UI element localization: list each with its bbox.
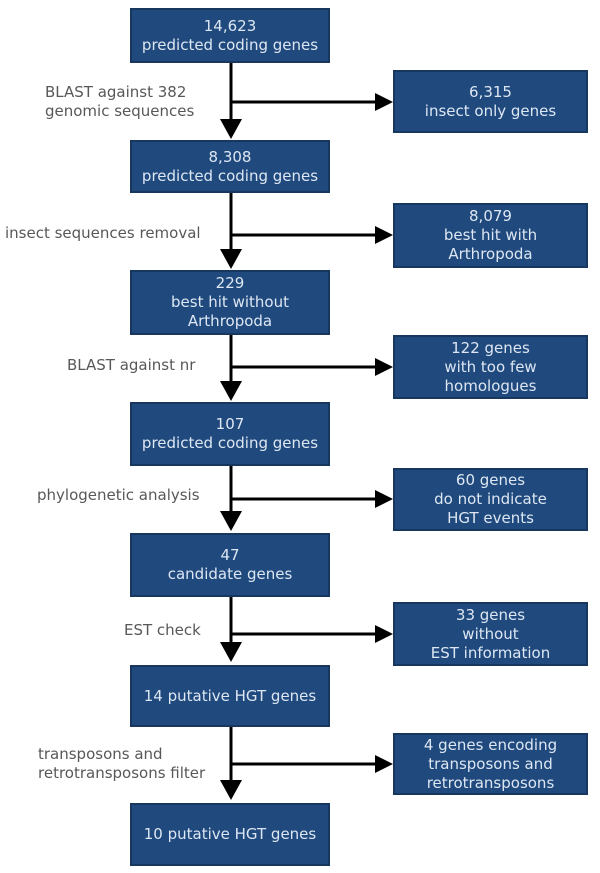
arrowhead-down-4 — [220, 511, 242, 531]
box-value: 4 genes encoding — [423, 735, 558, 754]
box-label: EST information — [430, 643, 551, 662]
arrowhead-right-4 — [375, 490, 393, 508]
step-label-transposons-filter: transposons and retrotransposons filter — [38, 745, 205, 783]
box-label: transposons and — [428, 754, 553, 773]
step-label-line: phylogenetic analysis — [37, 486, 200, 504]
arrowhead-down-6 — [220, 780, 242, 800]
arrowhead-right-5 — [375, 625, 393, 643]
box-label: HGT events — [447, 509, 534, 527]
box-label: retrotransposons — [426, 773, 555, 792]
step-label-line: EST check — [124, 621, 201, 639]
arrow-step-3 — [220, 335, 393, 401]
box-label: best hit without — [171, 293, 289, 311]
arrow-step-1 — [220, 63, 393, 139]
arrowhead-down-2 — [220, 249, 242, 269]
box-label: candidate genes — [167, 565, 293, 583]
box-label: with too few — [444, 357, 537, 376]
arrow-step-6 — [220, 727, 393, 800]
box-label: predicted coding genes — [141, 35, 319, 54]
box-label: 10 putative HGT genes — [143, 825, 317, 843]
arrowhead-down-5 — [220, 642, 242, 662]
box-value: 6,315 — [469, 82, 512, 101]
box-value: 14,623 — [203, 16, 257, 35]
box-value: 8,079 — [469, 207, 512, 225]
box-label: without — [462, 624, 519, 643]
step-label-line: transposons and — [38, 745, 163, 763]
box-label: predicted coding genes — [141, 166, 319, 185]
step-label-insect-sequences-removal: insect sequences removal — [5, 224, 201, 243]
main-box-8308-predicted-coding-genes: 8,308 predicted coding genes — [130, 140, 330, 193]
box-label: Arthropoda — [448, 245, 533, 263]
arrow-step-2 — [220, 193, 393, 269]
side-box-4-genes-transposons: 4 genes encoding transposons and retrotr… — [393, 733, 588, 795]
arrow-step-4 — [220, 466, 393, 531]
step-label-phylogenetic-analysis: phylogenetic analysis — [37, 486, 200, 505]
side-box-8079-best-hit-with-arthropoda: 8,079 best hit with Arthropoda — [393, 203, 588, 268]
side-box-60-genes-no-hgt-events: 60 genes do not indicate HGT events — [393, 468, 588, 531]
box-value: 33 genes — [455, 605, 526, 624]
box-value: 229 — [215, 274, 245, 292]
arrowhead-down-1 — [220, 119, 242, 139]
step-label-line: BLAST against 382 — [45, 83, 187, 101]
side-box-122-genes-too-few-homologues: 122 genes with too few homologues — [393, 335, 588, 399]
main-box-229-best-hit-without-arthropoda: 229 best hit without Arthropoda — [130, 270, 330, 335]
box-label: best hit with — [443, 226, 538, 244]
box-value: 107 — [215, 415, 245, 433]
box-value: 8,308 — [208, 147, 252, 166]
box-label: do not indicate — [434, 490, 547, 508]
side-box-6315-insect-only-genes: 6,315 insect only genes — [393, 70, 588, 133]
arrowhead-right-6 — [375, 755, 393, 773]
arrow-step-5 — [220, 597, 393, 662]
box-value: 122 genes — [451, 338, 530, 357]
arrowhead-right-3 — [375, 358, 393, 376]
arrowhead-right-2 — [375, 226, 393, 244]
box-label: 14 putative HGT genes — [143, 686, 317, 705]
step-label-blast-against-nr: BLAST against nr — [67, 356, 195, 375]
main-box-10-putative-hgt-genes: 10 putative HGT genes — [130, 803, 330, 866]
box-label: predicted coding genes — [141, 434, 319, 452]
step-label-line: insect sequences removal — [5, 224, 201, 242]
step-label-line: BLAST against nr — [67, 356, 196, 374]
box-label: homologues — [444, 376, 537, 395]
main-box-107-predicted-coding-genes: 107 predicted coding genes — [130, 402, 330, 466]
step-label-line: genomic sequences — [45, 102, 195, 120]
arrowhead-right-1 — [375, 93, 393, 111]
box-value: 47 — [220, 546, 240, 564]
main-box-47-candidate-genes: 47 candidate genes — [130, 533, 330, 597]
step-label-line: retrotransposons filter — [38, 764, 206, 782]
step-label-blast-382-genomic-sequences: BLAST against 382 genomic sequences — [45, 83, 194, 121]
main-box-14623-predicted-coding-genes: 14,623 predicted coding genes — [130, 8, 330, 63]
side-box-33-genes-without-est: 33 genes without EST information — [393, 602, 588, 666]
step-label-est-check: EST check — [124, 621, 201, 640]
box-label: Arthropoda — [187, 312, 273, 330]
box-label: insect only genes — [424, 101, 557, 120]
box-value: 60 genes — [455, 471, 526, 489]
main-box-14-putative-hgt-genes: 14 putative HGT genes — [130, 665, 330, 727]
arrowhead-down-3 — [220, 381, 242, 401]
